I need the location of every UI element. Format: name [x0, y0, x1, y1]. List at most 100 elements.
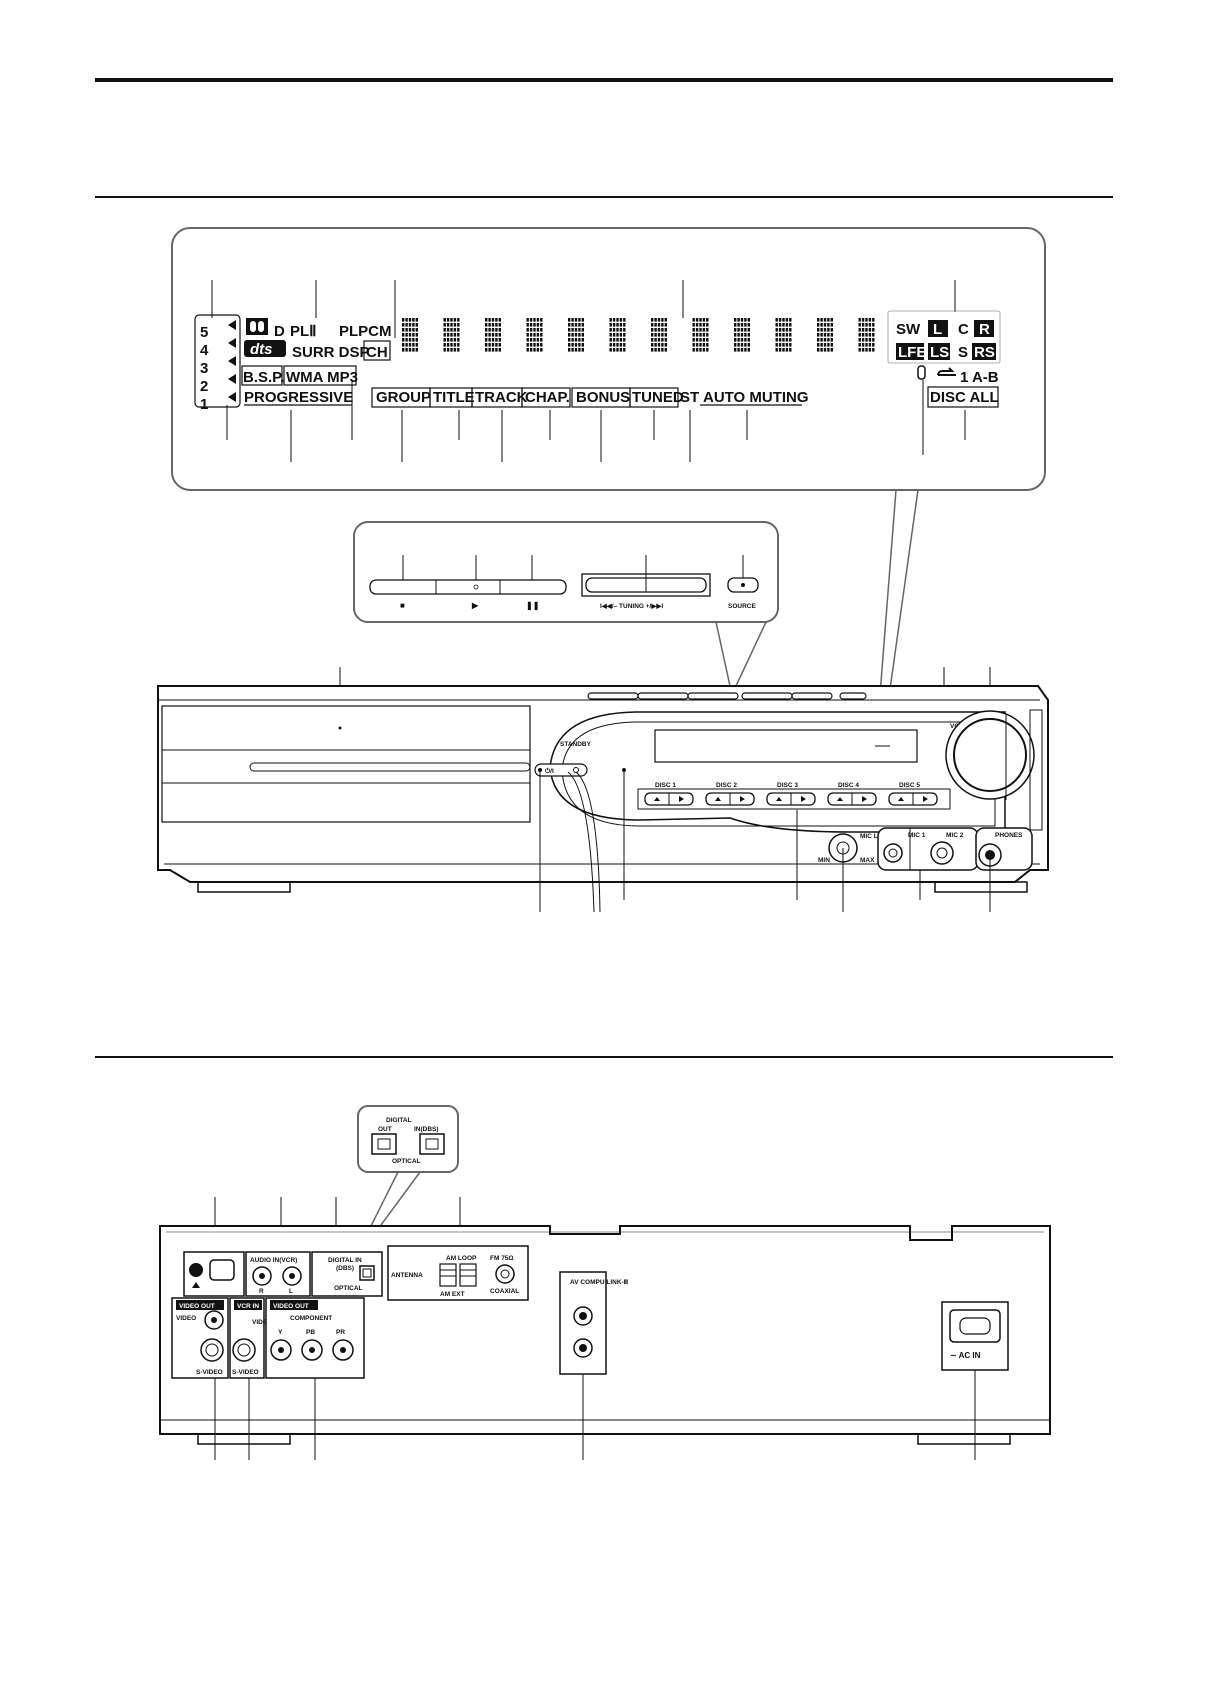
disc-tray[interactable] [161, 705, 531, 823]
fm-coaxial-jack[interactable] [495, 1264, 515, 1284]
top-edge-buttons [587, 692, 867, 700]
audio-l-label: L [289, 1288, 293, 1295]
component-pb-label: PB [306, 1329, 315, 1336]
repeat-icon [937, 367, 956, 376]
coaxial-label: COAXIAL [490, 1288, 519, 1295]
zoom-in-dbs-label: IN(DBS) [414, 1126, 439, 1133]
speaker-r: R [979, 321, 990, 338]
mic1-jack[interactable] [883, 843, 903, 863]
digital-in-jack[interactable] [359, 1265, 375, 1281]
mic-max-label: MAX [860, 857, 875, 864]
disc-3-group: DISC 3 [766, 782, 816, 806]
indicator-track: TRACK [475, 389, 528, 406]
char-cell [402, 318, 418, 352]
indicator-d: D [274, 323, 285, 340]
indicator-bonus: BONUS [576, 389, 630, 406]
ac-inlet[interactable] [949, 1309, 1001, 1343]
vcr-in-section: VCR IN VIDEO S-VIDEO [229, 1297, 272, 1379]
indicator-group: GROUP [376, 389, 431, 406]
zoom-out-label: OUT [378, 1126, 392, 1133]
char-cell [817, 318, 833, 352]
indicator-disc-all: DISC ALL [930, 389, 999, 406]
char-cell [526, 318, 543, 352]
power-label: ⏻/I [545, 767, 554, 775]
system-connector-jack[interactable] [209, 1259, 235, 1281]
char-cell [443, 318, 460, 352]
digital-in-label: DIGITAL IN [328, 1257, 362, 1264]
component-label: COMPONENT [290, 1315, 332, 1322]
component-y-label: Y [278, 1329, 283, 1336]
zoom-optical-label: OPTICAL [392, 1158, 421, 1165]
level-5: 5 [200, 324, 208, 341]
top-button-group [369, 579, 567, 595]
optical-in-jack[interactable] [419, 1133, 445, 1155]
audio-in-vcr: AUDIO IN(VCR) R L [245, 1251, 311, 1297]
stop-symbol: ■ [400, 601, 405, 610]
indicator-plpcm: PLPCM [339, 323, 392, 340]
level-arrow-icons [228, 320, 236, 402]
char-cell [485, 318, 501, 352]
disc-1-group: DISC 1 [644, 782, 694, 806]
disc-4-label: DISC 4 [838, 782, 859, 789]
fm-label: FM 75Ω [490, 1255, 514, 1262]
am-loop-terminal[interactable] [439, 1263, 457, 1287]
volume-knob[interactable] [953, 718, 1027, 792]
char-cell [568, 318, 584, 352]
speaker-l: L [933, 321, 942, 338]
play-icon [923, 796, 928, 802]
char-cell [651, 318, 667, 352]
zoom-digital-label: DIGITAL [386, 1117, 412, 1124]
play-icon [801, 796, 806, 802]
eject-icon [776, 797, 782, 801]
ac-in-section: ∼ AC IN [941, 1301, 1009, 1371]
level-3: 3 [200, 360, 208, 377]
indicator-pl2: PLⅡ [290, 323, 317, 340]
video-out-section: VIDEO OUT VIDEO S-VIDEO [171, 1297, 229, 1379]
disc-5-label: DISC 5 [899, 782, 920, 789]
display-window-callout: 5 4 3 2 1 D PLⅡ PLPCM dts SURR DSP CH B.… [171, 227, 1046, 491]
rear-panel: AUDIO IN(VCR) R L DIGITAL IN (DBS) OPTIC… [159, 1225, 1051, 1460]
speaker-ls: LS [930, 344, 949, 361]
mic-min-label: MIN [818, 857, 830, 864]
pause-button[interactable] [500, 580, 566, 594]
optical-out-jack[interactable] [371, 1133, 397, 1155]
disc-3-label: DISC 3 [777, 782, 798, 789]
char-cell [775, 318, 792, 352]
volume-section: VOLUME [945, 709, 1043, 831]
vcr-in-label: VCR IN [237, 1303, 259, 1310]
speaker-indicators: SW L C R LFE LS S RS [887, 310, 1001, 364]
am-ext-terminal[interactable] [459, 1263, 477, 1287]
level-4: 4 [200, 342, 209, 359]
indicator-bsp: B.S.P. [243, 369, 284, 386]
indicator-repeat: 1 A-B [960, 369, 999, 386]
stop-button[interactable] [370, 580, 436, 594]
front-display-window [654, 729, 918, 763]
power-button[interactable] [534, 763, 588, 777]
rear-foot-left [197, 1433, 291, 1445]
digital-zoom-callout: DIGITAL OUT IN(DBS) OPTICAL [357, 1105, 459, 1173]
mic2-jack[interactable] [930, 841, 954, 865]
av-compu-label: AV COMPU LINK-Ⅲ [570, 1278, 629, 1286]
s-video-out-jack[interactable] [200, 1338, 224, 1362]
speaker-s: S [958, 344, 968, 361]
triangle-icon [192, 1282, 200, 1288]
audio-r-label: R [259, 1288, 264, 1295]
dolby-digital-icon [246, 318, 268, 335]
signal-level-indicator: 5 4 3 2 1 [194, 314, 241, 413]
audio-in-vcr-label: AUDIO IN(VCR) [250, 1257, 297, 1264]
dot-matrix-display [402, 318, 875, 352]
disc-5-group: DISC 5 [888, 782, 938, 806]
antenna-section: ANTENNA AM LOOP AM EXT FM 75Ω COAXIAL [387, 1245, 529, 1301]
eject-icon [654, 797, 660, 801]
speaker-sw: SW [896, 321, 921, 338]
play-button[interactable] [436, 580, 500, 594]
disc-2-group: DISC 2 [705, 782, 755, 806]
top-panel-pointer-lines [715, 621, 767, 687]
play-icon [679, 796, 684, 802]
component-video-out-label: VIDEO OUT [273, 1303, 309, 1310]
antenna-label: ANTENNA [391, 1272, 423, 1279]
section-rule-rear [95, 1056, 1113, 1058]
top-panel-callout: ■ ▶ ❚❚ I◀◀/– TUNING +/▶▶I SOURCE [353, 521, 779, 623]
vcr-s-video-jack[interactable] [232, 1338, 256, 1362]
